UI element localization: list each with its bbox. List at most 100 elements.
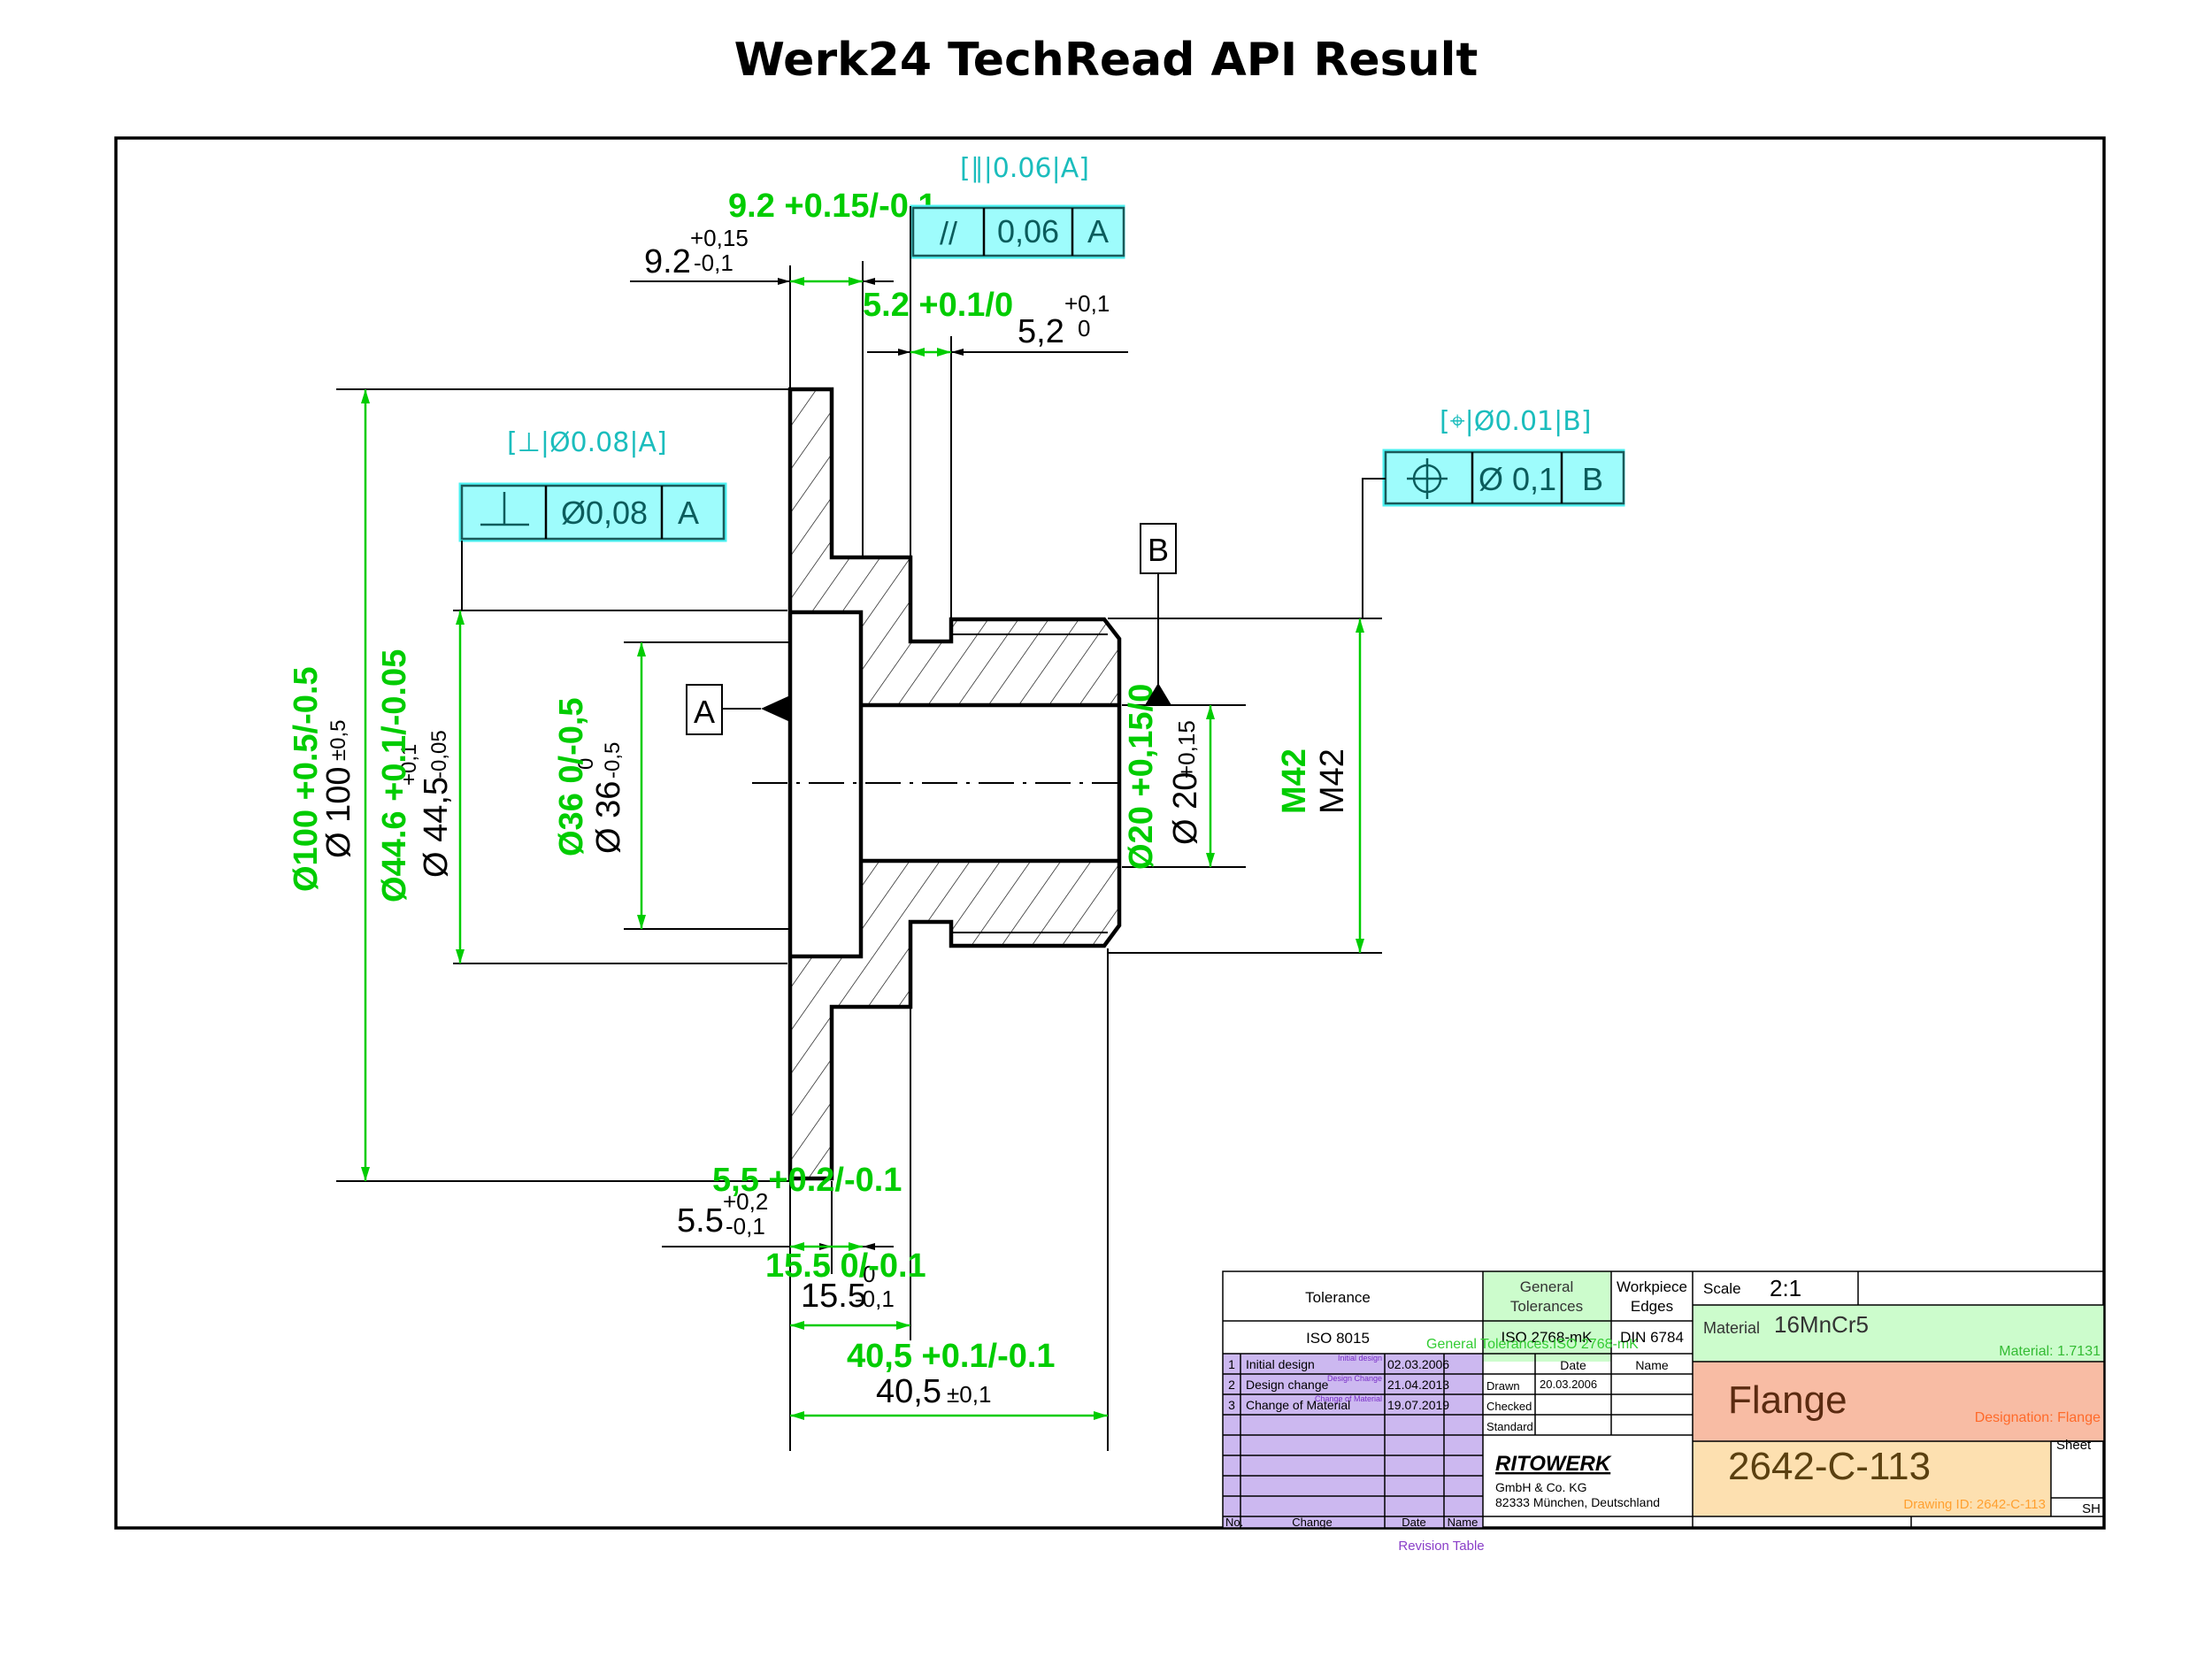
- dim-9-2-value: 9.2: [644, 243, 691, 280]
- dim-20-tol: +0,15: [1173, 720, 1200, 779]
- company-line-3: 82333 München, Deutschland: [1495, 1495, 1660, 1509]
- date-header: Date: [1560, 1358, 1586, 1372]
- drawing-id-extracted: Drawing ID: 2642-C-113: [1903, 1497, 2046, 1512]
- gdt-perpendicularity-datum: A: [678, 495, 699, 531]
- dim-5-2-lower: 0: [1078, 315, 1090, 342]
- dim-20-value: Ø 20: [1167, 772, 1204, 845]
- revision-header-name: Name: [1448, 1516, 1479, 1529]
- company-line-2: GmbH & Co. KG: [1495, 1480, 1586, 1494]
- datum-a-triangle-icon: [761, 695, 790, 722]
- dim-44-5-lower: -0,05: [427, 730, 451, 779]
- gdt-frame-position: [⌖|Ø0.01|B] Ø 0,1 B: [1362, 406, 1625, 618]
- dim-100-tol: ±0,5: [326, 719, 350, 761]
- revision-row-3-change: Change of Material: [1246, 1398, 1350, 1412]
- dim-15-5-lower: -0,1: [855, 1286, 895, 1312]
- general-tolerances-label-2: Tolerances: [1510, 1298, 1583, 1315]
- extracted-dim-40-5: 40,5 +0.1/-0.1: [847, 1338, 1056, 1375]
- gdt-position-datum: B: [1582, 461, 1603, 497]
- gdt-position-tolerance: Ø 0,1: [1479, 461, 1556, 497]
- gdt-parallelism-tolerance: 0,06: [997, 213, 1059, 249]
- drawing-dimension-texts: 9.2 +0,15 -0,1 5,2 +0,1 0 Ø 100 ±0,5 Ø 4…: [320, 225, 1351, 1410]
- sheet-label: Sheet: [2056, 1438, 2092, 1453]
- designation-cell: [1693, 1362, 2104, 1441]
- gdt-parallelism-extracted: [∥|0.06|A]: [960, 153, 1089, 184]
- general-tolerances-cell: [1483, 1271, 1611, 1362]
- dim-40-5-value: 40,5: [876, 1373, 941, 1410]
- dim-44-5-upper: +0,1: [397, 744, 421, 786]
- revision-table-caption: Revision Table: [1398, 1539, 1484, 1554]
- gdt-frame-perpendicularity: [⊥|Ø0.08|A] Ø0,08 A: [458, 427, 727, 610]
- part-section: [752, 387, 1122, 1181]
- revision-row-2-date: 21.04.2013: [1387, 1378, 1449, 1392]
- title-block: Tolerance ISO 8015 General Tolerances IS…: [1222, 1270, 2105, 1554]
- designation-extracted: Designation: Flange: [1975, 1410, 2101, 1425]
- extracted-dim-5-5: 5,5 +0.2/-0.1: [712, 1162, 902, 1199]
- extracted-dimension-lines: [361, 277, 1364, 1420]
- drawing-id-value: 2642-C-113: [1728, 1445, 1931, 1488]
- position-icon: [1407, 458, 1448, 499]
- dim-5-5-lower: -0,1: [726, 1213, 765, 1240]
- checked-label: Checked: [1486, 1400, 1532, 1413]
- standard-label: Standard: [1486, 1420, 1533, 1433]
- revision-row-1-no: 1: [1228, 1357, 1235, 1371]
- dim-36-lower: -0,5: [601, 742, 625, 779]
- parallelism-icon: //: [940, 215, 957, 251]
- gdt-frame-parallelism: [∥|0.06|A] // 0,06 A: [910, 153, 1125, 265]
- extracted-dim-15-5: 15.5 0/-0.1: [765, 1247, 926, 1285]
- dim-36-value: Ø 36: [590, 781, 627, 854]
- extracted-dim-5-2: 5.2 +0.1/0: [863, 287, 1013, 324]
- general-tolerances-label: General: [1520, 1278, 1573, 1295]
- scale-value: 2:1: [1770, 1275, 1801, 1301]
- workpiece-edges-value: DIN 6784: [1620, 1329, 1684, 1346]
- extracted-dim-m42: M42: [1276, 748, 1313, 814]
- revision-header-change: Change: [1292, 1516, 1333, 1529]
- revision-row-1-date: 02.03.2006: [1387, 1357, 1449, 1371]
- name-header: Name: [1635, 1358, 1669, 1372]
- revision-row-1-change: Initial design: [1246, 1357, 1315, 1371]
- gdt-perpendicularity-extracted: [⊥|Ø0.08|A]: [507, 427, 667, 458]
- dim-15-5-upper: 0: [863, 1261, 875, 1287]
- sheet-value: SH: [2082, 1501, 2101, 1516]
- revision-header-no: No.: [1225, 1516, 1243, 1529]
- extracted-dim-36: Ø36 0/-0,5: [553, 697, 590, 856]
- dim-36-upper: 0: [574, 758, 598, 770]
- datum-a: A: [686, 684, 790, 735]
- workpiece-edges-label: Workpiece: [1617, 1278, 1687, 1295]
- revision-header-date: Date: [1402, 1516, 1425, 1529]
- dim-40-5-tol: ±0,1: [947, 1381, 991, 1408]
- material-value: 16MnCr5: [1774, 1311, 1869, 1338]
- revision-row-2-no: 2: [1228, 1378, 1235, 1392]
- general-tolerances-extracted: General Tolerances:ISO 2768-mK: [1426, 1337, 1639, 1352]
- gdt-parallelism-datum: A: [1087, 213, 1109, 249]
- dim-5-2-upper: +0,1: [1064, 290, 1110, 317]
- general-tolerances-value: ISO 2768-mK: [1502, 1329, 1594, 1346]
- drawn-date: 20.03.2006: [1540, 1378, 1597, 1391]
- revision-row-1-extracted: Initial design: [1338, 1354, 1382, 1362]
- gdt-position-extracted: [⌖|Ø0.01|B]: [1440, 406, 1592, 437]
- revision-row-3-extracted: Change of Material: [1315, 1394, 1382, 1403]
- perpendicularity-icon: [480, 492, 529, 526]
- dim-15-5-value: 15.5: [801, 1278, 866, 1315]
- dim-5-2-value: 5,2: [1018, 313, 1064, 350]
- hatch-lower: [790, 861, 1119, 1178]
- hatch-upper: [790, 389, 1119, 705]
- datum-a-letter: A: [694, 694, 715, 730]
- material-label: Material: [1703, 1319, 1760, 1337]
- extracted-dimension-texts: 9.2 +0.15/-0.1 5.2 +0.1/0 Ø100 +0.5/-0.5…: [288, 188, 1313, 1375]
- revision-row-2-change: Design change: [1246, 1378, 1329, 1392]
- datum-b: B: [1140, 523, 1177, 705]
- extension-lines: [336, 261, 1382, 1451]
- dim-m42-value: M42: [1314, 748, 1351, 814]
- company-logo: RITOWERK: [1495, 1452, 1612, 1476]
- drawing-id-cell: [1693, 1441, 2051, 1516]
- tolerance-value: ISO 8015: [1306, 1330, 1370, 1347]
- drawing-frame: [114, 136, 2106, 1530]
- dim-5-5-upper: +0,2: [723, 1188, 768, 1215]
- material-extracted: Material: 1.7131: [1999, 1344, 2101, 1359]
- revision-row-2-extracted: Design Change: [1327, 1374, 1382, 1383]
- material-cell: [1693, 1305, 2104, 1362]
- workpiece-edges-label-2: Edges: [1631, 1298, 1673, 1315]
- dim-9-2-lower: -0,1: [694, 249, 733, 276]
- datum-b-triangle-icon: [1145, 683, 1171, 705]
